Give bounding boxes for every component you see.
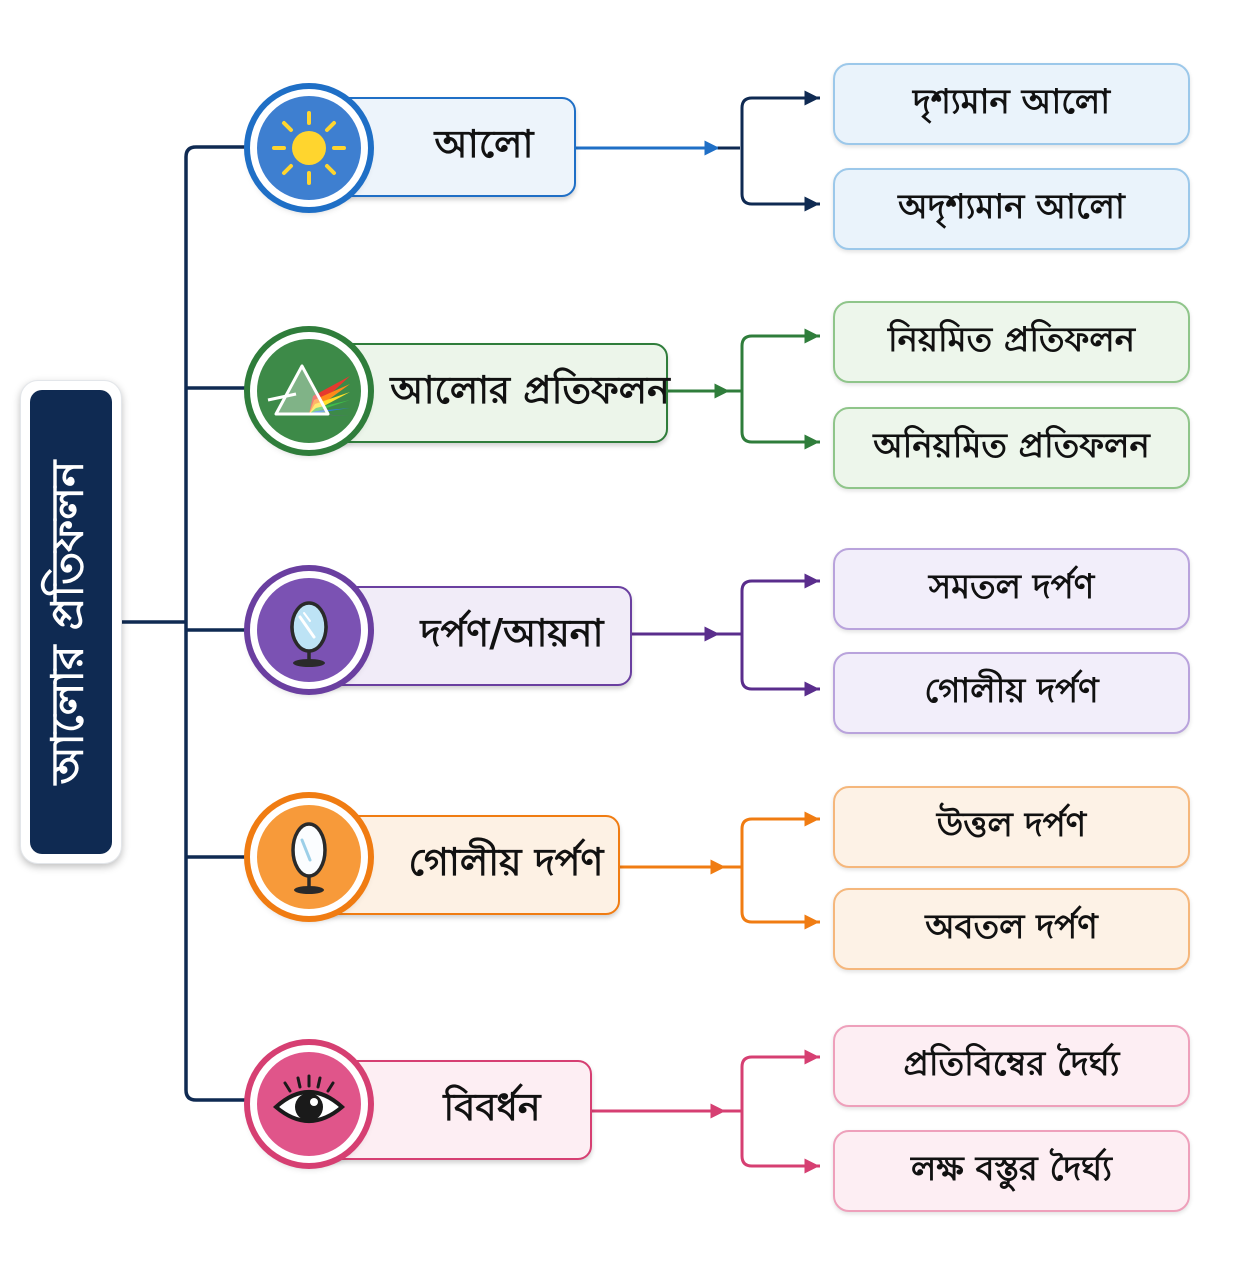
branch-node-reflection: আলোর প্রতিফলন: [302, 343, 670, 443]
leaf-concave-mirror: অবতল দর্পণ: [833, 888, 1190, 970]
leaf-label: সমতল দর্পণ: [928, 566, 1095, 607]
prism-icon: [250, 332, 368, 450]
leaf-label: প্রতিবিম্বের দৈর্ঘ্য: [903, 1043, 1120, 1084]
branch-label-mirror: দর্পণ/আয়না: [420, 611, 604, 655]
leaf-label: গোলীয় দর্পণ: [924, 670, 1099, 711]
leaf-label: অদৃশ্যমান আলো: [898, 186, 1125, 227]
branch-label-spherical-mirror: গোলীয় দর্পণ: [408, 840, 604, 884]
branch-connector-alo: [576, 90, 820, 212]
branch-label-reflection: আলোর প্রতিফলন: [390, 368, 670, 412]
leaf-irregular-reflection: অনিয়মিত প্রতিফলন: [833, 407, 1190, 489]
standing-mirror-icon: [250, 571, 368, 689]
root-connector-trunk: [122, 145, 250, 1102]
leaf-plane-mirror: সমতল দর্পণ: [833, 548, 1190, 630]
leaf-label: লক্ষ বস্তুর দৈর্ঘ্য: [910, 1148, 1113, 1189]
root-node-fill: আলোর প্রতিফলন: [30, 390, 112, 854]
leaf-invisible-light: অদৃশ্যমান আলো: [833, 168, 1190, 250]
leaf-label: উত্তল দর্পণ: [936, 804, 1087, 845]
branch-connector-mirror: [632, 573, 820, 697]
leaf-label: অনিয়মিত প্রতিফলন: [873, 425, 1150, 466]
leaf-object-length: লক্ষ বস্তুর দৈর্ঘ্য: [833, 1130, 1190, 1212]
leaf-regular-reflection: নিয়মিত প্রতিফলন: [833, 301, 1190, 383]
leaf-convex-mirror: উত্তল দর্পণ: [833, 786, 1190, 868]
sun-icon: [250, 89, 368, 207]
leaf-image-length: প্রতিবিম্বের দৈর্ঘ্য: [833, 1025, 1190, 1107]
leaf-visible-light: দৃশ্যমান আলো: [833, 63, 1190, 145]
leaf-spherical-mirror: গোলীয় দর্পণ: [833, 652, 1190, 734]
branch-connector-reflection: [668, 328, 820, 450]
branch-connector-magnification: [592, 1049, 820, 1174]
leaf-label: অবতল দর্পণ: [925, 906, 1098, 947]
root-label: আলোর প্রতিফলন: [42, 460, 94, 784]
branch-label-alo: আলো: [434, 122, 534, 166]
branch-connector-spherical: [620, 811, 820, 930]
leaf-label: নিয়মিত প্রতিফলন: [887, 319, 1136, 360]
hand-mirror-icon: [250, 798, 368, 916]
eye-icon: [250, 1045, 368, 1163]
leaf-label: দৃশ্যমান আলো: [912, 81, 1111, 122]
branch-label-magnification: বিবর্ধন: [443, 1085, 541, 1129]
root-node: আলোর প্রতিফলন: [20, 380, 122, 864]
